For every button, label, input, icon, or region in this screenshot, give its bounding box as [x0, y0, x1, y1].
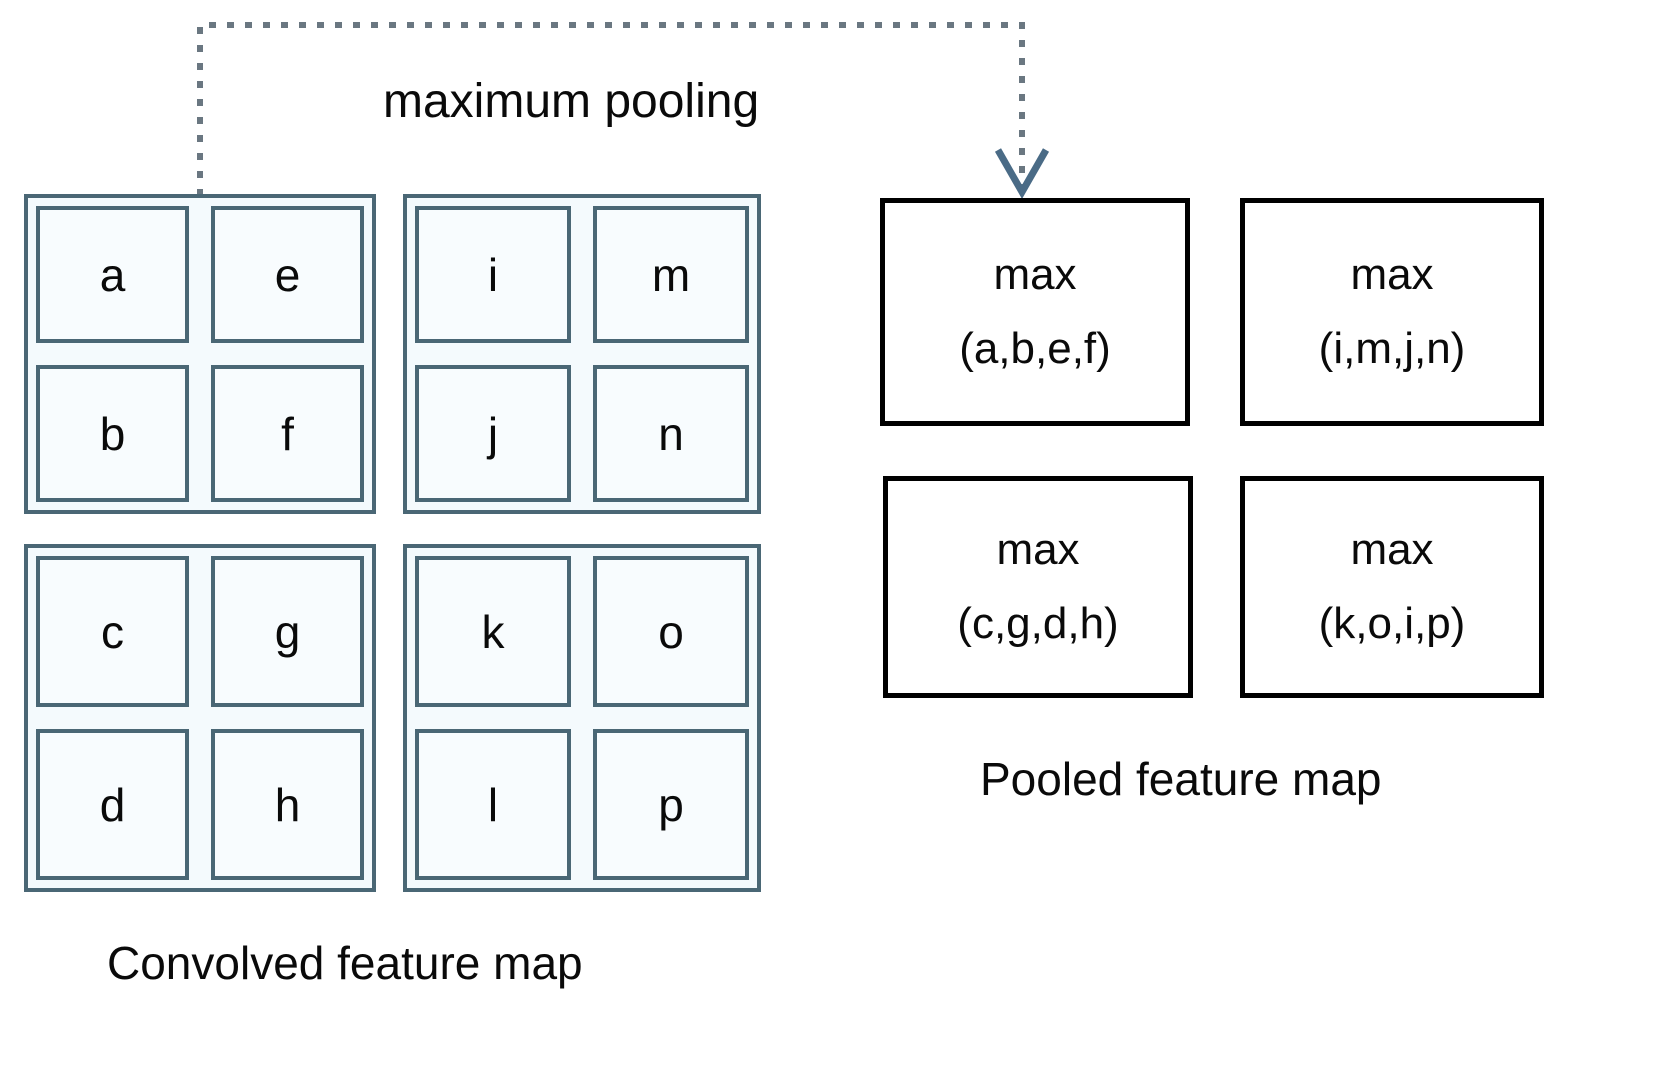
- conv-group-top-right: i m j n: [403, 194, 761, 514]
- conv-cell: k: [415, 556, 571, 707]
- conv-cell: d: [36, 729, 189, 880]
- conv-cell: j: [415, 365, 571, 502]
- conv-cell: p: [593, 729, 749, 880]
- pooled-op-label: max: [993, 250, 1077, 299]
- pooled-args-label: (i,m,j,n): [1318, 324, 1466, 373]
- pooled-op-label: max: [1350, 525, 1434, 574]
- pooled-args-label: (a,b,e,f): [959, 324, 1111, 373]
- pooled-args-label: (k,o,i,p): [1318, 599, 1466, 648]
- pooled-box-top-right: max (i,m,j,n): [1240, 198, 1544, 426]
- arrowhead-icon: [994, 148, 1050, 200]
- conv-cell: o: [593, 556, 749, 707]
- conv-cell: f: [211, 365, 364, 502]
- conv-group-bottom-right: k o l p: [403, 544, 761, 892]
- conv-cell: a: [36, 206, 189, 343]
- conv-cell: i: [415, 206, 571, 343]
- convolved-feature-map-caption: Convolved feature map: [107, 937, 583, 989]
- pooled-op-label: max: [1350, 250, 1434, 299]
- pooled-box-top-left: max (a,b,e,f): [880, 198, 1190, 426]
- conv-cell: b: [36, 365, 189, 502]
- pooled-args-label: (c,g,d,h): [957, 599, 1119, 648]
- conv-cell: e: [211, 206, 364, 343]
- conv-cell: h: [211, 729, 364, 880]
- conv-cell: l: [415, 729, 571, 880]
- conv-cell: m: [593, 206, 749, 343]
- pooled-feature-map-caption: Pooled feature map: [980, 753, 1382, 805]
- conv-cell: g: [211, 556, 364, 707]
- pooled-op-label: max: [996, 525, 1080, 574]
- conv-cell: c: [36, 556, 189, 707]
- conv-cell: n: [593, 365, 749, 502]
- conv-group-top-left: a e b f: [24, 194, 376, 514]
- conv-group-bottom-left: c g d h: [24, 544, 376, 892]
- pooled-box-bottom-right: max (k,o,i,p): [1240, 476, 1544, 698]
- maximum-pooling-label: maximum pooling: [383, 75, 760, 128]
- pooled-box-bottom-left: max (c,g,d,h): [883, 476, 1193, 698]
